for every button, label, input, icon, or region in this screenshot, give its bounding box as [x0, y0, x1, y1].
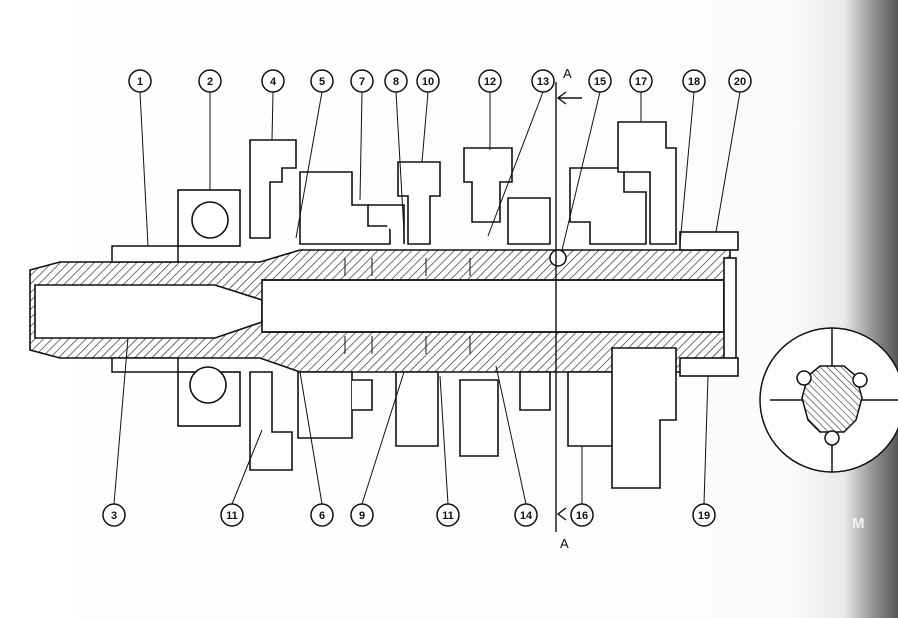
- section-line-a-a: [555, 82, 582, 532]
- callout-bottom-1-label: 11: [226, 510, 238, 522]
- callout-top-4-label: 7: [359, 76, 365, 88]
- callout-top-9-circle: [588, 69, 612, 93]
- callout-bottom-6-circle: [570, 503, 594, 527]
- callout-top-3-label: 5: [319, 76, 325, 88]
- left-collar-top: [111, 245, 179, 263]
- callout-top-2-circle: [261, 69, 285, 93]
- callout-top-6-circle: [416, 69, 440, 93]
- callout-top-11-circle: [682, 69, 706, 93]
- callout-bottom-0-circle: [102, 503, 126, 527]
- callout-bottom-3-label: 9: [359, 510, 365, 522]
- callout-top-0-label: 1: [137, 76, 143, 88]
- callout-bottom-5-label: 14: [520, 510, 533, 522]
- callout-bottom-2-circle: [310, 503, 334, 527]
- callout-bottom-7-circle: [692, 503, 716, 527]
- edge-mark: M: [852, 515, 865, 532]
- callout-top-0-circle: [128, 69, 152, 93]
- detent-ball: [549, 249, 567, 267]
- callout-bottom-0-label: 3: [111, 510, 117, 522]
- callout-top-1-label: 2: [207, 76, 213, 88]
- callout-leaders: [113, 91, 741, 505]
- callout-top-11-label: 18: [688, 76, 700, 88]
- callout-top-12-circle: [728, 69, 752, 93]
- callout-bottom-1-circle: [220, 503, 244, 527]
- callout-top-7-circle: [478, 69, 502, 93]
- main-shaft: [29, 249, 737, 373]
- callout-top-5-circle: [384, 69, 408, 93]
- callout-top-3-circle: [310, 69, 334, 93]
- callout-bottom-5-circle: [514, 503, 538, 527]
- callout-bottom-4-circle: [436, 503, 460, 527]
- callout-bottom-4-label: 11: [442, 510, 454, 522]
- callout-top-8-label: 13: [537, 76, 549, 88]
- callout-top-5-label: 8: [393, 76, 399, 88]
- callout-top-6-label: 10: [422, 76, 434, 88]
- callout-top-9-label: 15: [594, 76, 606, 88]
- callout-bottom-7-label: 19: [698, 510, 710, 522]
- callout-top-7-label: 12: [484, 76, 496, 88]
- callout-top-12-label: 20: [734, 76, 746, 88]
- section-label-bottom: A: [560, 536, 569, 551]
- gears-top: [249, 121, 739, 251]
- gears-bottom: [249, 347, 739, 489]
- callout-top-8-circle: [531, 69, 555, 93]
- ball-bearing: [177, 189, 241, 427]
- callout-bottom-2-label: 6: [319, 510, 325, 522]
- callout-bottom-6-label: 16: [576, 510, 588, 522]
- callout-top-4-circle: [350, 69, 374, 93]
- callout-bottom-3-circle: [350, 503, 374, 527]
- cross-section-inset: [759, 327, 898, 473]
- left-collar-bottom: [111, 357, 179, 373]
- callout-top-2-label: 4: [270, 76, 277, 88]
- callout-top-10-label: 17: [635, 76, 647, 88]
- callout-top-10-circle: [629, 69, 653, 93]
- section-label-top: A: [563, 66, 572, 81]
- shaft-splines: [344, 258, 471, 354]
- callout-top-1-circle: [198, 69, 222, 93]
